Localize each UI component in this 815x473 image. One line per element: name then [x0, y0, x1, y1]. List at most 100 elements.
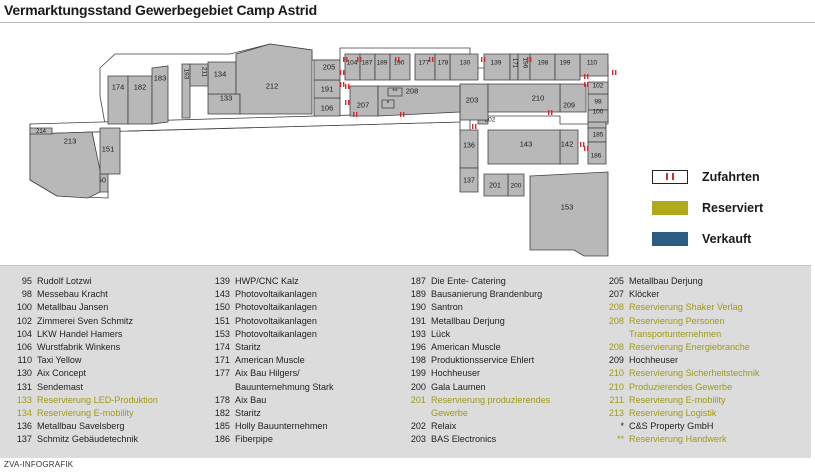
plot-95: [587, 121, 607, 129]
tenant-name: Bausanierung Brandenburg: [431, 289, 543, 300]
plot-label-196: 196: [522, 58, 529, 69]
access-point-mark: [472, 124, 474, 129]
tenant-plot-number: 100: [16, 302, 32, 313]
plot-label-102: 102: [593, 83, 604, 90]
access-point-mark: [345, 100, 347, 105]
tenant-name: Photovoltaikanlagen: [235, 302, 317, 313]
plot-*: [381, 99, 395, 109]
reserved-swatch: [652, 201, 688, 215]
tenant-name: Hochheuser: [629, 355, 679, 366]
tenant-plot-number: 182: [214, 407, 230, 418]
plot-137: [459, 167, 479, 193]
access-point-mark: [587, 146, 589, 151]
plot-label-191: 191: [321, 85, 334, 94]
tenant-plot-number: 178: [214, 394, 230, 405]
tenant-plot-number: 95: [21, 276, 32, 286]
access-point-mark: [587, 82, 589, 87]
tenant-name: Photovoltaikanlagen: [235, 328, 317, 339]
plot-label-133: 133: [220, 94, 233, 103]
tenant-name: Die Ente- Catering: [431, 276, 506, 286]
tenant-name: Reservierung Energiebranche: [629, 341, 750, 352]
plot-label-190: 190: [394, 60, 405, 67]
tenant-name: Wurstfabrik Winkens: [37, 341, 121, 352]
tenant-name: Reservierung Personen: [629, 315, 725, 326]
tenant-plot-number: 106: [16, 341, 32, 352]
tenant-name: Gewerbe: [431, 407, 468, 418]
access-point-mark: [481, 57, 483, 62]
map-title: Vermarktungsstand Gewerbegebiet Camp Ast…: [4, 2, 317, 18]
tenant-plot-number: 130: [16, 368, 32, 379]
legend-label-sold: Verkauft: [702, 232, 752, 246]
plot-label-202: 202: [485, 117, 496, 124]
plot-label-137: 137: [463, 178, 475, 185]
plot-label-98: 98: [594, 99, 602, 106]
legend-label-access: Zufahrten: [702, 170, 760, 184]
tenant-plot-number: 205: [608, 276, 624, 286]
access-point-mark: [345, 84, 347, 89]
plot-212: [235, 43, 313, 115]
tenant-plot-number: 213: [608, 407, 624, 418]
access-point-mark: [343, 82, 345, 87]
tenant-plot-number: *: [620, 421, 624, 432]
plot-205: [313, 59, 341, 81]
access-point-mark: [360, 57, 362, 62]
tenant-name: American Muscle: [431, 341, 501, 352]
tenant-plot-number: **: [616, 434, 624, 445]
tenant-name: C&S Property GmbH: [629, 421, 714, 432]
sold-swatch: [652, 232, 688, 246]
tenant-plot-number: 210: [608, 381, 624, 392]
access-point-mark: [340, 70, 342, 75]
plot-151: [99, 127, 121, 175]
tenant-name: Produktionsservice Ehlert: [431, 355, 535, 366]
tenant-plot-number: 191: [410, 315, 426, 326]
access-point-mark: [548, 110, 550, 115]
access-point-mark: [615, 70, 617, 75]
plot-193: [181, 63, 191, 119]
tenant-name: Gala Laumen: [431, 381, 486, 392]
tenant-name: Fiberpipe: [235, 434, 273, 445]
tenant-plot-number: 199: [410, 368, 426, 379]
tenant-plot-number: 208: [608, 315, 624, 326]
plot-label-207: 207: [357, 101, 370, 110]
tenant-plot-number: 209: [608, 355, 624, 366]
source-credit: ZVA-INFOGRAFIK: [4, 460, 74, 469]
tenant-name: Photovoltaikanlagen: [235, 289, 317, 300]
plot-139: [483, 53, 511, 81]
access-point-mark: [348, 100, 350, 105]
plot-213: [29, 131, 101, 199]
plot-label-213: 213: [64, 137, 77, 146]
plot-143: [487, 129, 561, 165]
tenant-name: BAS Electronics: [431, 434, 497, 445]
plot-label-143: 143: [520, 140, 533, 149]
tenant-plot-number: 139: [214, 276, 230, 286]
tenant-plot-number: 196: [410, 341, 426, 352]
plot-189: [374, 53, 391, 81]
tenant-plot-number: 134: [16, 407, 32, 418]
access-point-mark: [398, 57, 400, 62]
access-point-mark: [343, 70, 345, 75]
tenant-plot-number: 171: [214, 355, 230, 366]
tenant-name: Taxi Yellow: [37, 355, 82, 366]
plot-183: [151, 65, 169, 125]
plot-label-199: 199: [560, 60, 571, 67]
plot-201: [483, 173, 509, 197]
access-point-mark: [584, 74, 586, 79]
plot-label-178: 178: [438, 60, 449, 67]
tenant-plot-number: 207: [608, 289, 624, 300]
plot-label-174: 174: [112, 83, 125, 92]
access-point-mark: [432, 57, 434, 62]
tenant-name: Photovoltaikanlagen: [235, 315, 317, 326]
plot-label-182: 182: [134, 83, 147, 92]
plot-label-208: 208: [406, 87, 419, 96]
plot-label-186: 186: [591, 153, 602, 160]
plot-label-*: *: [387, 101, 390, 108]
access-point-mark: [527, 57, 529, 62]
plot-190: [389, 53, 411, 81]
tenant-plot-number: 98: [21, 289, 32, 300]
tenant-plot-number: 151: [214, 315, 230, 326]
tenant-plot-number: 203: [410, 434, 426, 445]
legend-reserved: Reserviert: [652, 199, 802, 217]
tenant-plot-number: 198: [410, 355, 426, 366]
tenant-plot-number: 110: [17, 355, 33, 366]
